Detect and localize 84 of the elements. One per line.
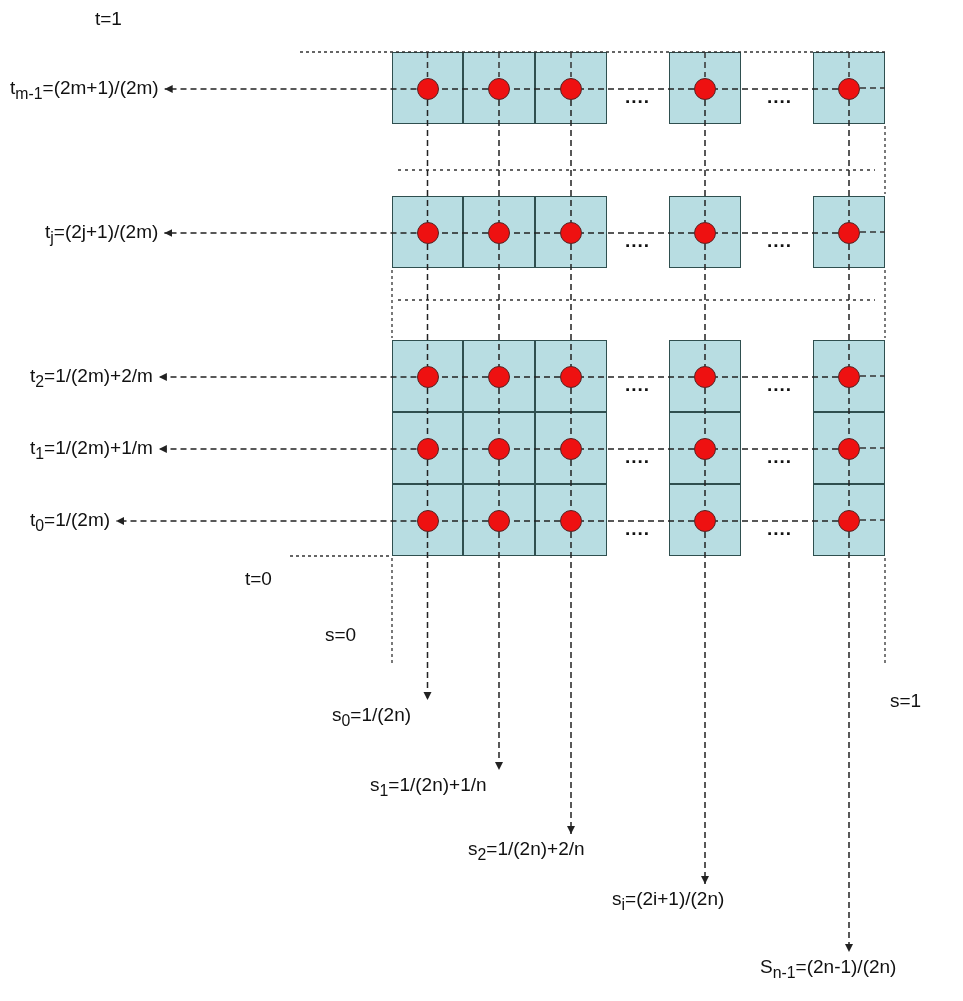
- ellipsis: ....: [625, 524, 651, 534]
- sample-point: [416, 78, 439, 100]
- grid-cell: [463, 196, 535, 268]
- coordinate-label: t$_{m-1}$=(2m+1)/(2m): [10, 77, 159, 105]
- sample-point: [416, 438, 439, 460]
- grid-cell: [463, 484, 535, 556]
- sample-point: [488, 222, 510, 244]
- coordinate-label: t$_{1}$=1/(2m)+1/m: [30, 437, 153, 465]
- grid-cell: [813, 412, 885, 484]
- grid-cell: [392, 52, 463, 124]
- grid-cell: [535, 340, 607, 412]
- sample-point: [416, 222, 439, 244]
- sample-point: [416, 510, 439, 532]
- sample-point: [694, 222, 716, 244]
- arrow: [423, 531, 432, 701]
- coordinate-label: t$_{0}$=1/(2m): [30, 509, 111, 537]
- grid-cell: [392, 196, 463, 268]
- grid-cell: [813, 196, 885, 268]
- grid-cell: [813, 484, 885, 556]
- sample-point: [488, 78, 510, 100]
- grid-cell: [813, 52, 885, 124]
- coordinate-label: s$_{1}$=1/(2n)+1/n: [370, 774, 487, 802]
- sample-point: [560, 366, 582, 388]
- arrow: [158, 373, 418, 381]
- ellipsis: ....: [767, 452, 793, 462]
- arrow: [567, 531, 575, 835]
- sample-point: [694, 366, 716, 388]
- sample-point: [694, 510, 716, 532]
- sample-point: [694, 78, 716, 100]
- grid-cell: [535, 484, 607, 556]
- sample-point: [838, 438, 860, 460]
- arrow: [115, 517, 418, 525]
- grid-cell: [535, 196, 607, 268]
- grid-cell: [392, 484, 463, 556]
- boundary-label: t=1: [95, 8, 122, 30]
- sample-point: [838, 78, 860, 100]
- arrow: [701, 531, 709, 885]
- ellipsis: ....: [625, 92, 651, 102]
- sample-point: [838, 366, 860, 388]
- grid-cell: [392, 340, 463, 412]
- arrow: [495, 531, 503, 771]
- boundary-label: s=0: [325, 624, 357, 646]
- arrow: [163, 229, 418, 237]
- grid-cell: [669, 412, 741, 484]
- boundary-label: s=1: [890, 690, 922, 712]
- sample-point: [838, 510, 860, 532]
- sample-point: [838, 222, 860, 244]
- ellipsis: ....: [625, 380, 651, 390]
- sample-point: [488, 366, 510, 388]
- ellipsis: ....: [625, 452, 651, 462]
- coordinate-label: s$_{0}$=1/(2n): [332, 704, 412, 732]
- ellipsis: ....: [767, 524, 793, 534]
- sample-point: [488, 438, 510, 460]
- grid-cell: [535, 52, 607, 124]
- ellipsis: ....: [767, 380, 793, 390]
- arrow: [845, 531, 853, 953]
- coordinate-label: t$_{j}$=(2j+1)/(2m): [45, 221, 159, 249]
- sample-point: [560, 222, 582, 244]
- coordinate-label: s$_{2}$=1/(2n)+2/n: [468, 838, 585, 866]
- coordinate-label: s$_{i}$=(2i+1)/(2n): [612, 888, 725, 916]
- ellipsis: ....: [767, 236, 793, 246]
- grid-cell: [463, 340, 535, 412]
- ellipsis: ....: [625, 236, 651, 246]
- coordinate-label: t$_{2}$=1/(2m)+2/m: [30, 365, 153, 393]
- sample-point: [560, 78, 582, 100]
- sample-point: [560, 438, 582, 460]
- grid-cell: [392, 412, 463, 484]
- sample-point: [416, 366, 439, 388]
- grid-cell: [463, 52, 535, 124]
- grid-cell: [669, 52, 741, 124]
- grid-cell: [535, 412, 607, 484]
- ellipsis: ....: [767, 92, 793, 102]
- arrow: [163, 85, 418, 93]
- grid-cell: [463, 412, 535, 484]
- sample-point: [694, 438, 716, 460]
- grid-cell: [669, 484, 741, 556]
- grid-cell: [813, 340, 885, 412]
- arrow: [158, 445, 418, 453]
- grid-cell: [669, 196, 741, 268]
- coordinate-label: S$_{n-1}$=(2n-1)/(2n): [760, 956, 897, 984]
- sample-point: [488, 510, 510, 532]
- boundary-label: t=0: [245, 568, 272, 590]
- sample-point: [560, 510, 582, 532]
- grid-cell: [669, 340, 741, 412]
